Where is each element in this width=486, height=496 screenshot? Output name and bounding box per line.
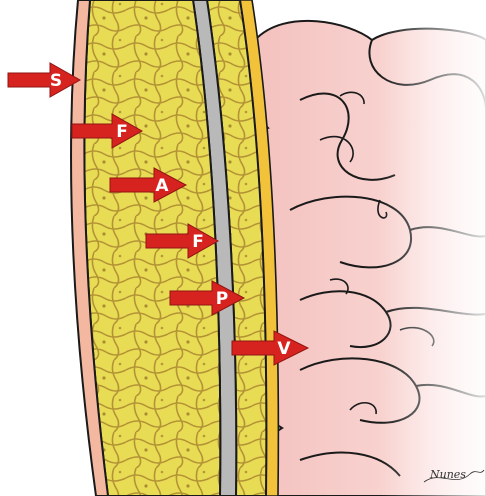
arrow-label-a: A [155,176,169,196]
arrow-label-f-outer: F [116,122,128,142]
arrow-label-v: V [277,339,291,359]
arrow-label-s: S [50,71,62,91]
bowel-loops [245,0,486,496]
arrow-label-f-inner: F [192,232,204,252]
arrow-skin: S [8,63,80,97]
arrow-label-p: P [216,289,228,309]
